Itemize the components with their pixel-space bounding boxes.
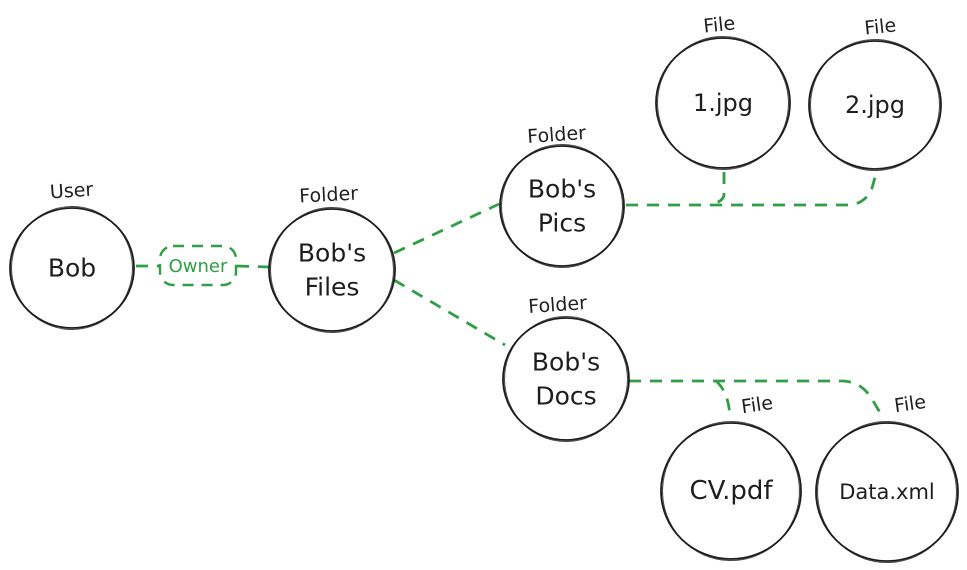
node-label: Bob's [532,348,600,377]
node-circle [499,145,625,267]
edge-owner-to-files [236,264,270,269]
node-circle [815,422,959,562]
node-label: CV.pdf [689,476,773,506]
node-label: Files [305,272,360,301]
edge-pics-branch-1jpg [710,172,726,206]
node-circle [660,422,802,560]
node-type-label: File [740,392,775,418]
node-circle-sketch [661,420,801,562]
node-label: 1.jpg [693,89,753,117]
node-type-label: Folder [299,182,359,207]
node-type-label: Folder [527,122,587,148]
node-circle [268,208,396,332]
node-type-label: Folder [528,292,588,318]
node-type-label: File [702,12,736,37]
node-label: Data.xml [839,480,935,504]
edge-files-to-pics [393,202,500,255]
node-label: Bob's [298,239,366,268]
node-circle [655,37,791,169]
node-circle-sketch [500,143,624,269]
node-file-2jpg: File 2.jpg [808,14,942,172]
node-type-label: User [49,179,94,204]
node-circle [808,40,942,170]
node-circle-sketch [656,35,790,171]
node-file-1jpg: File 1.jpg [655,12,791,171]
node-label: 2.jpg [845,91,905,119]
node-type-label: File [863,14,897,39]
relation-badge [158,244,238,287]
node-label: Pics [538,208,586,237]
node-circle-sketch [816,420,958,564]
node-circle-sketch [503,315,629,443]
node-type-label: File [893,391,928,417]
node-label: Bob's [528,175,596,204]
edge-docs-branch-cvpdf [715,379,732,418]
node-circle-sketch [269,206,395,334]
node-circle-sketch [10,205,134,331]
node-circle [9,207,135,329]
edge-pics-bus [626,173,878,207]
node-label: Bob [48,254,96,283]
relation-label: Owner [169,256,228,277]
node-circle-sketch [809,38,941,172]
node-label: Docs [535,381,596,410]
edge-files-to-docs [393,278,506,347]
edge-docs-bus [629,379,884,417]
node-circle [502,317,630,441]
